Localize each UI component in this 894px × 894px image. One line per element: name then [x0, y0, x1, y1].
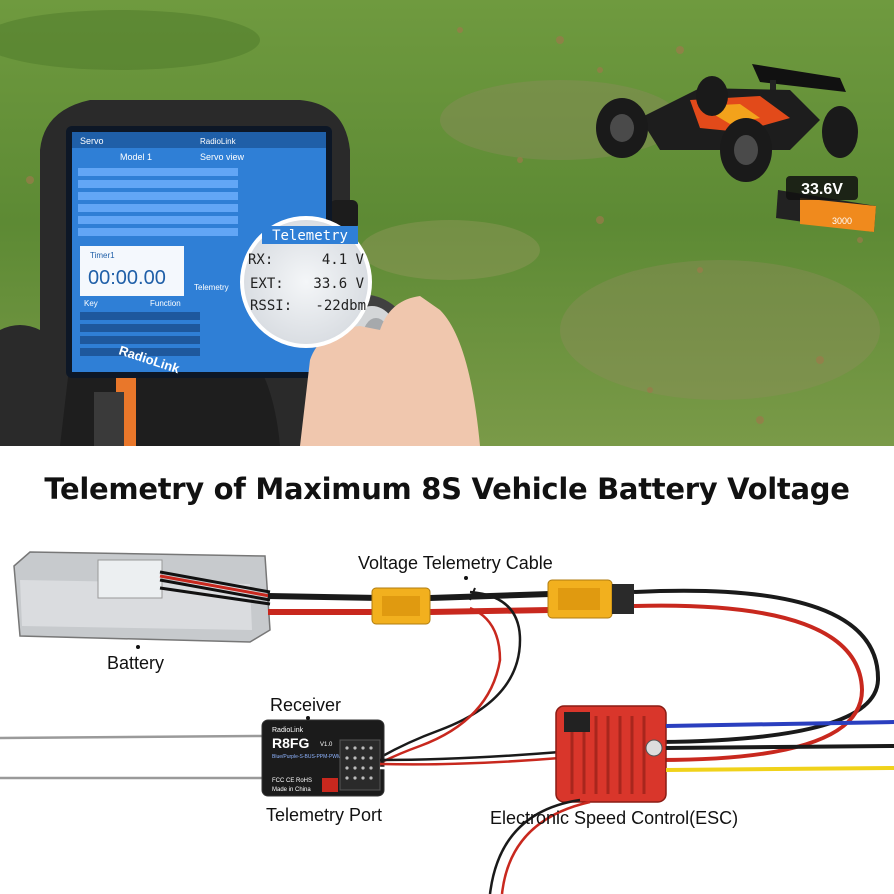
telemetry-rssi-label: RSSI: [250, 298, 292, 314]
page-title: Telemetry of Maximum 8S Vehicle Battery … [44, 472, 850, 506]
telemetry-rx-label: RX: [248, 252, 273, 268]
telemetry-rssi-value: -22dbm [315, 298, 366, 314]
screen-timer-label: Timer1 [90, 251, 115, 260]
receiver-brand: RadioLink [272, 727, 304, 734]
battery-voltage-label: 33.6V [801, 181, 843, 198]
lipo-battery: 3000 33.6V [776, 176, 876, 232]
remote-brand-top: RadioLink [200, 137, 237, 146]
rc-buggy [596, 64, 858, 182]
telemetry-port [322, 778, 338, 792]
xt-connector-left [371, 587, 431, 625]
product-photo: 3000 33.6V Servo Model 1 Servo view [0, 0, 894, 446]
screen-timer: 00:00.00 [88, 267, 166, 289]
telemetry-rx-value: 4.1 V [322, 252, 365, 268]
screen-key-label: Key [84, 299, 98, 308]
wiring-svg: RadioLink R8FG V1.0 Blue/Purple-S-BUS-PP… [0, 551, 894, 894]
battery-pack [13, 551, 271, 643]
battery-capacity: 3000 [832, 216, 852, 226]
photo-scene: 3000 33.6V Servo Model 1 Servo view [0, 0, 894, 446]
receiver-model: R8FG [272, 735, 309, 751]
xt-connector-right [547, 579, 634, 619]
receiver-body: RadioLink R8FG V1.0 Blue/Purple-S-BUS-PP… [261, 719, 385, 797]
esc-unit [555, 705, 667, 803]
screen-model-type: Servo view [200, 152, 245, 162]
label-voltage-cable: Voltage Telemetry Cable [358, 553, 553, 573]
telemetry-title: Telemetry [272, 228, 348, 244]
receiver-origin: Made in China [272, 787, 311, 793]
label-esc: Electronic Speed Control(ESC) [490, 808, 739, 828]
label-receiver: Receiver [270, 695, 342, 715]
label-battery: Battery [107, 653, 165, 673]
receiver-version: V1.0 [320, 742, 333, 748]
label-telemetry-port: Telemetry Port [266, 805, 383, 825]
screen-model: Model 1 [120, 152, 152, 162]
screen-header: Servo [80, 136, 104, 146]
telemetry-magnifier: Telemetry RX: 4.1 V EXT: 33.6 V RSSI: -2… [240, 216, 372, 348]
screen-telemetry-label: Telemetry [194, 283, 229, 292]
telemetry-ext-label: EXT: [250, 276, 284, 292]
screen-function-label: Function [150, 299, 181, 308]
telemetry-ext-value: 33.6 V [313, 276, 364, 292]
receiver-modes: Blue/Purple-S-BUS-PPM-PWM [272, 754, 341, 760]
receiver-badge: FCC CE RoHS [272, 778, 312, 784]
wiring-diagram [0, 446, 894, 894]
